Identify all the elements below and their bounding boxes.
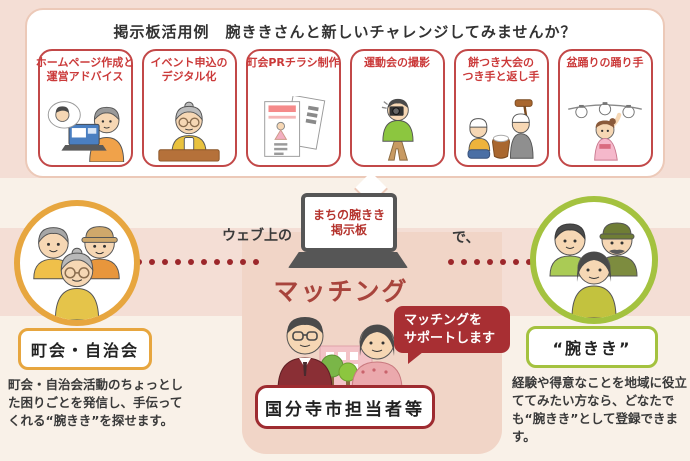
card-label-line: ホームページ作成と [35, 56, 135, 69]
card-event-digital: イベント申込の デジタル化 [141, 49, 237, 167]
card-label-line: 餅つき大会の [468, 56, 534, 69]
dotted-connector-left [136, 259, 259, 265]
city-staff-illustration [277, 317, 403, 391]
photographer-illustration [381, 98, 414, 161]
laptop-base [288, 252, 408, 268]
udekiki-group-description: 経験や得意なことを地域に役立ててみたい方なら、どなたでも“腕きき”として登録でき… [512, 375, 688, 445]
flyer-illustration [264, 96, 326, 157]
web-prefix-text: ウェブ上の [222, 228, 292, 244]
neighborhood-group-description: 町会・自治会活動のちょっとした困りごとを発信し、手伝ってくれる“腕きき”を探せま… [8, 377, 184, 429]
card-label-line: 町会PRチラシ制作 [246, 56, 340, 69]
card-label-line: イベント申込の [150, 56, 228, 69]
bubble-line1: マッチングを [404, 312, 483, 328]
usage-examples-panel: 掲示板活用例 腕ききさんと新しいチャレンジしてみませんか？ ホームページ作成と … [25, 8, 665, 206]
card-sports-photo: 運動会の撮影 [349, 49, 445, 167]
matching-label: マッチング [273, 277, 409, 306]
homepage-advice-illustration [47, 101, 125, 162]
city-staff-label: 国分寺市担当者等 [255, 385, 435, 429]
card-homepage-advice: ホームページ作成と 運営アドバイス [35, 49, 135, 167]
bon-dance-illustration [568, 102, 642, 161]
neighborhood-group-circle [14, 200, 140, 326]
card-label-line: 盆踊りの踊り手 [566, 56, 644, 69]
card-bon-dance: 盆踊りの踊り手 [557, 49, 653, 167]
udekiki-people-illustration [549, 222, 638, 318]
event-digital-illustration [158, 101, 220, 162]
card-label-line: 運営アドバイス [46, 70, 124, 84]
laptop-screen: まちの腕きき 掲示板 [301, 193, 397, 252]
support-speech-bubble: マッチングを サポートします [394, 306, 510, 364]
dotted-connector-right [448, 259, 532, 265]
card-mochi-pounding: 餅つき大会の つき手と返し手 [453, 49, 549, 167]
udekiki-group-circle [530, 196, 658, 324]
web-suffix-text: で、 [452, 230, 480, 246]
card-flyer-making: 町会PRチラシ制作 [245, 49, 341, 167]
board-name-line1: まちの腕きき [312, 208, 385, 223]
udekiki-group-label: “腕きき” [526, 326, 658, 368]
neighborhood-people-illustration [33, 226, 120, 320]
city-staff-scene [262, 306, 478, 391]
mochi-illustration [467, 99, 534, 159]
card-label-line: つき手と返し手 [462, 70, 540, 84]
bubble-line2: サポートします [404, 330, 496, 346]
card-label-line: 運動会の撮影 [364, 56, 430, 69]
panel-title: 掲示板活用例 腕ききさんと新しいチャレンジしてみませんか？ [113, 23, 577, 41]
board-name-line2: 掲示板 [330, 222, 367, 237]
card-label-line: デジタル化 [161, 70, 217, 84]
neighborhood-group-label: 町会・自治会 [18, 328, 152, 370]
example-cards-row: ホームページ作成と 運営アドバイス [27, 49, 663, 167]
